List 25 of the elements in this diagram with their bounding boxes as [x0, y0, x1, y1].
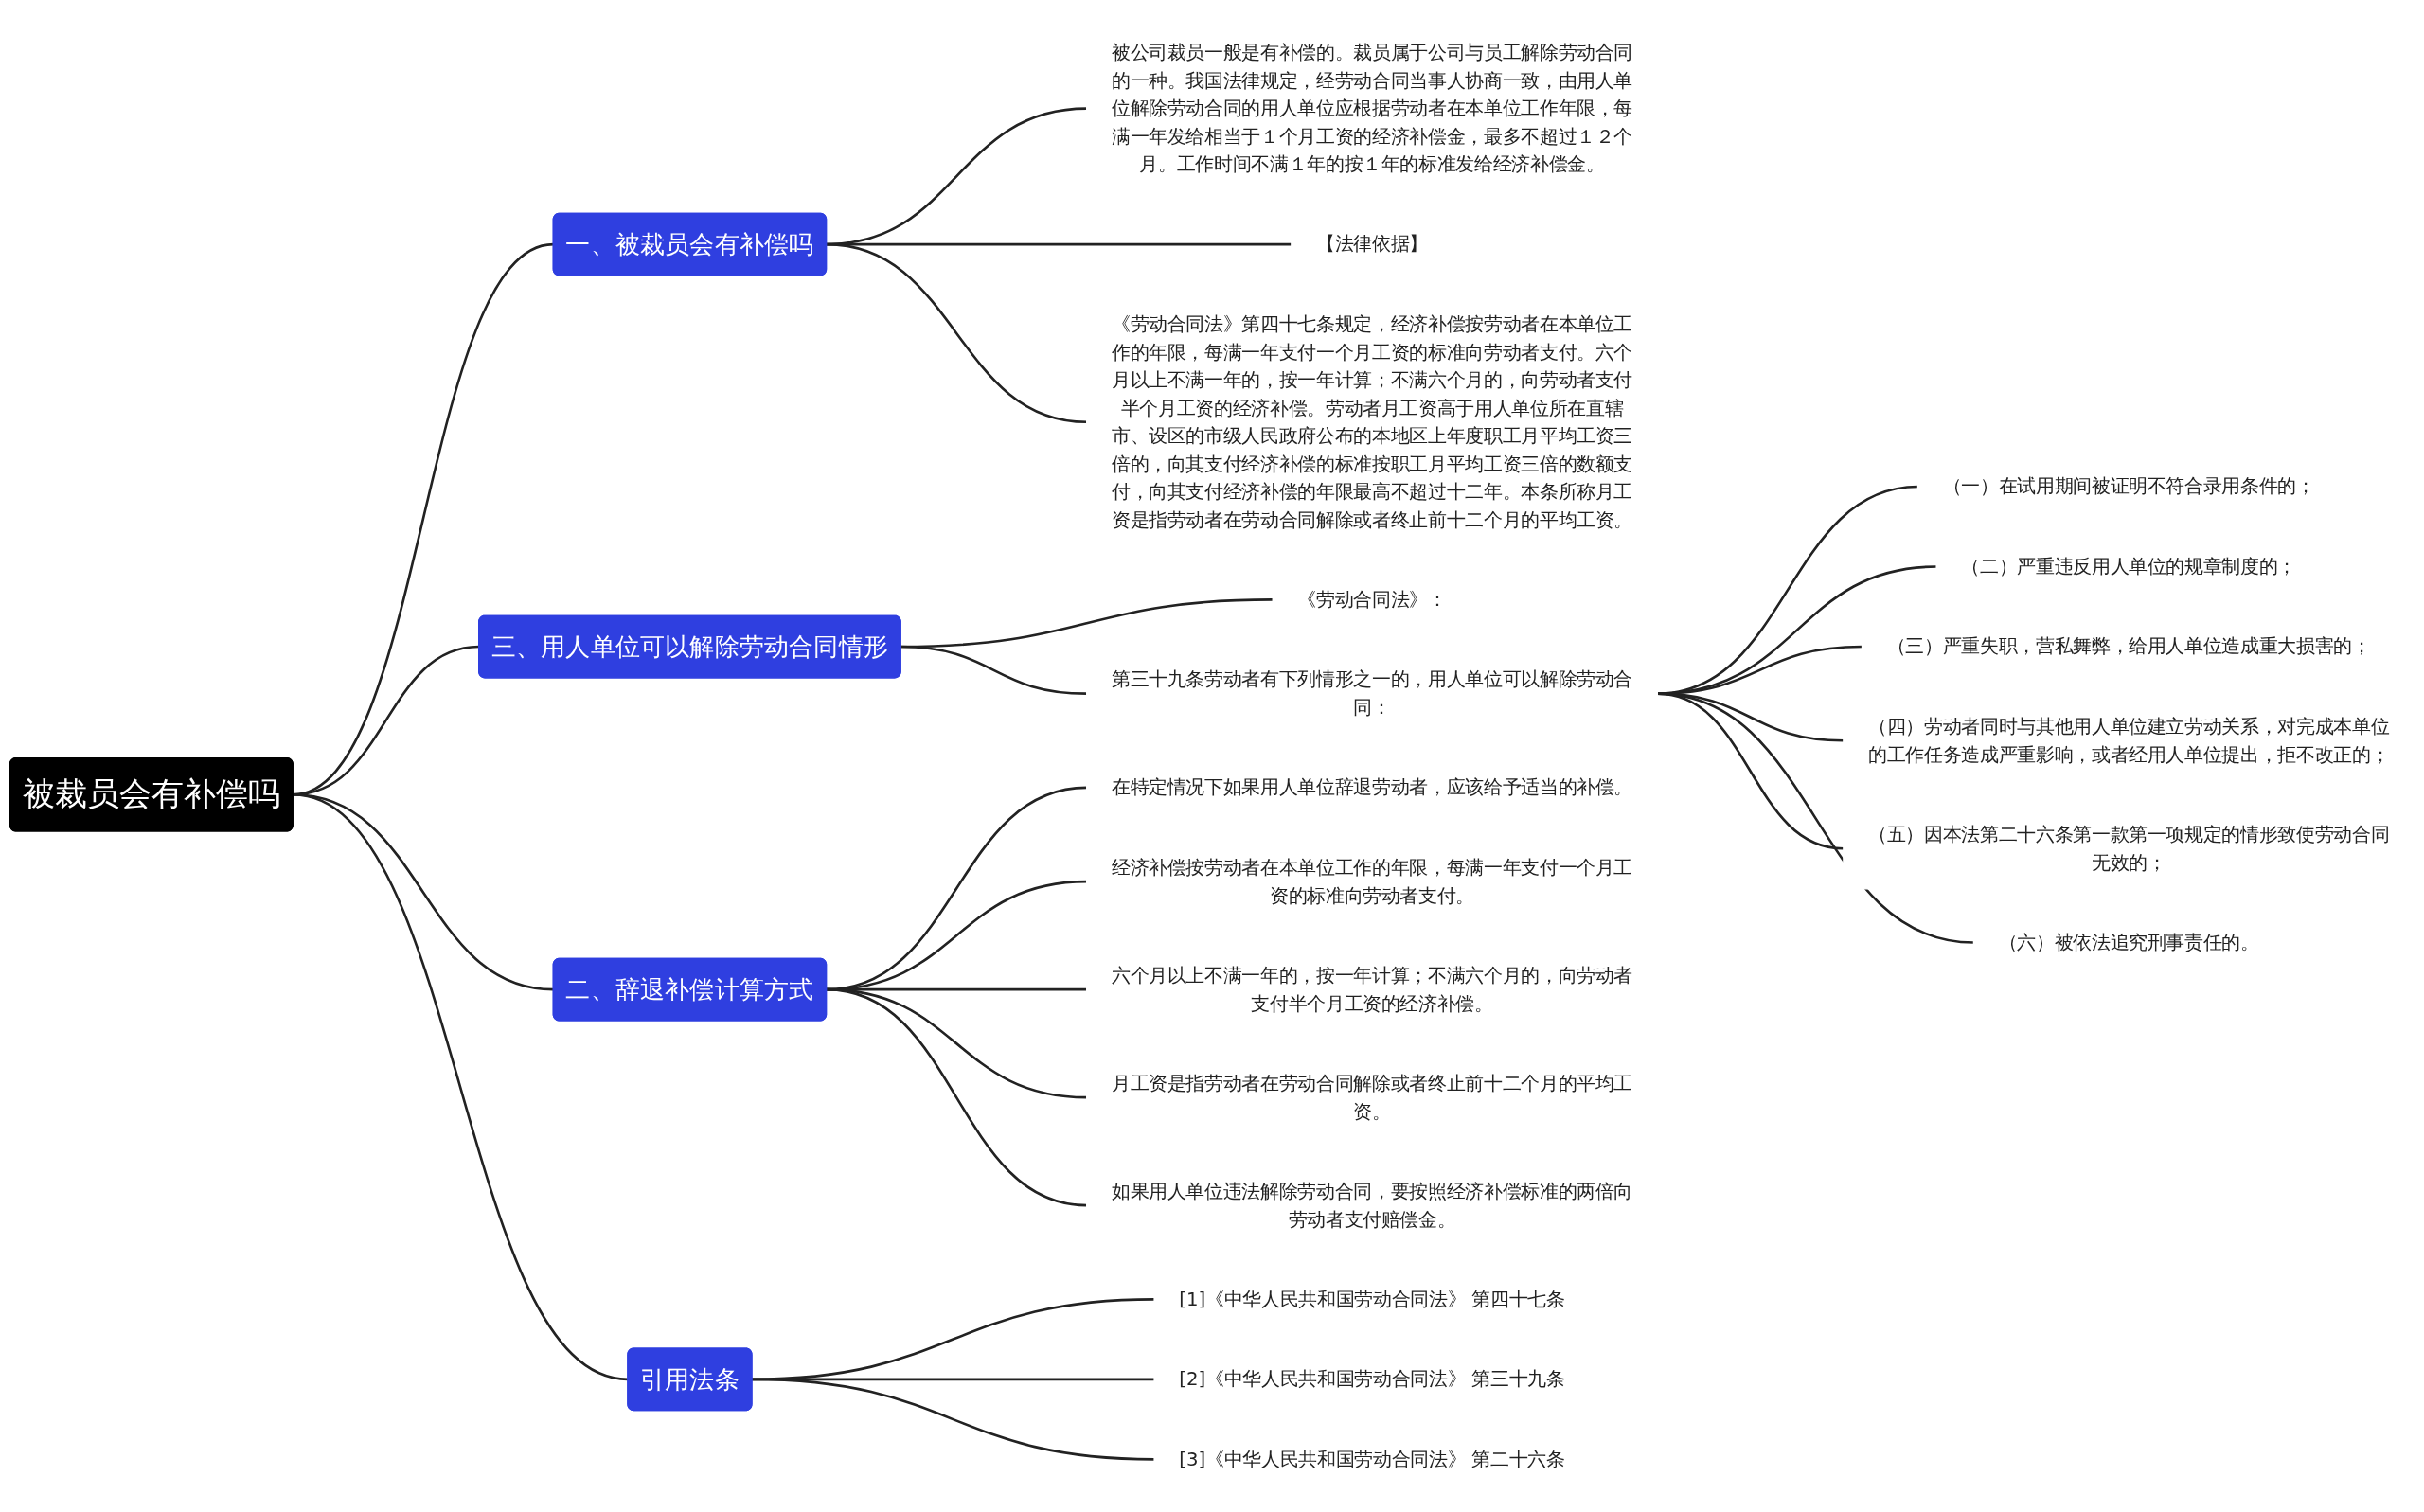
node-text: （二）严重违反用人单位的规章制度的；	[1961, 555, 2297, 578]
connector	[826, 242, 1087, 424]
node-text: 经济补偿按劳动者在本单位工作的年限，每满一年支付一个月工资的标准向劳动者支付。	[1111, 856, 1633, 907]
node-text: 【法律依据】	[1316, 232, 1428, 256]
node-text: （一）在试用期间被证明不符合录用条件的；	[1942, 474, 2315, 498]
node-text: 第三十九条劳动者有下列情形之一的，用人单位可以解除劳动合同：	[1111, 667, 1633, 719]
connector	[900, 645, 1087, 695]
connector	[826, 987, 1087, 1207]
node-text: （四）劳动者同时与其他用人单位建立劳动关系，对完成本单位的工作任务造成严重影响，或者经用人单位提出，拒不改正的；	[1868, 715, 2390, 766]
node-text: （三）严重失职，营私舞弊，给用人单位造成重大损害的；	[1886, 634, 2371, 658]
node-text: （六）被依法追究刑事责任的。	[1998, 931, 2259, 953]
connector	[751, 1378, 1155, 1461]
node-text: 六个月以上不满一年的，按一年计算；不满六个月的，向劳动者支付半个月工资的经济补偿。	[1111, 964, 1633, 1015]
node-text: 在特定情况下如果用人单位辞退劳动者，应该给予适当的补偿。	[1111, 775, 1633, 799]
node-text: （五）因本法第二十六条第一款第一项规定的情形致使劳动合同无效的；	[1868, 823, 2390, 874]
connector	[751, 1298, 1155, 1381]
node-text: [2]《中华人民共和国劳动合同法》 第三十九条	[1179, 1367, 1565, 1391]
node-text: 被公司裁员一般是有补偿的。裁员属于公司与员工解除劳动合同的一种。我国法律规定，经劳动合同当事人协商一致，由用人单位解除劳动合同的用人单位应根据劳动者在本单位工作年限，每满一年发给相当于１个月工资的经济补偿金，最多不超过１２个月。工作时间不满１年的按１年的标准发给经济补偿金。	[1111, 41, 1633, 176]
node-text: 月工资是指劳动者在劳动合同解除或者终止前十二个月的平均工资。	[1111, 1072, 1633, 1123]
node-text: [3]《中华人民共和国劳动合同法》 第二十六条	[1179, 1448, 1565, 1470]
node-text: [1]《中华人民共和国劳动合同法》 第四十七条	[1179, 1288, 1565, 1310]
connector	[1657, 692, 1974, 944]
node-text: 如果用人单位违法解除劳动合同，要按照经济补偿标准的两倍向劳动者支付赔偿金。	[1111, 1180, 1633, 1231]
node-text: 《劳动合同法》：	[1297, 588, 1447, 611]
node-text: 《劳动合同法》第四十七条规定，经济补偿按劳动者在本单位工作的年限，每满一年支付一个月工资的标准向劳动者支付。六个月以上不满一年的，按一年计算；不满六个月的，向劳动者支付半个月工资的经济补偿。劳动者月工资高于用人单位所在直辖市、设区的市级人民政府公布的本地区上年度职工月平均工资三倍的，向其支付经济补偿的标准按职工月平均工资三倍的数额支付，向其支付经济补偿的年限最高不超过十二年。本条所称月工资是指劳动者在劳动合同解除或者终止前十二个月的平均工资。	[1111, 312, 1633, 531]
